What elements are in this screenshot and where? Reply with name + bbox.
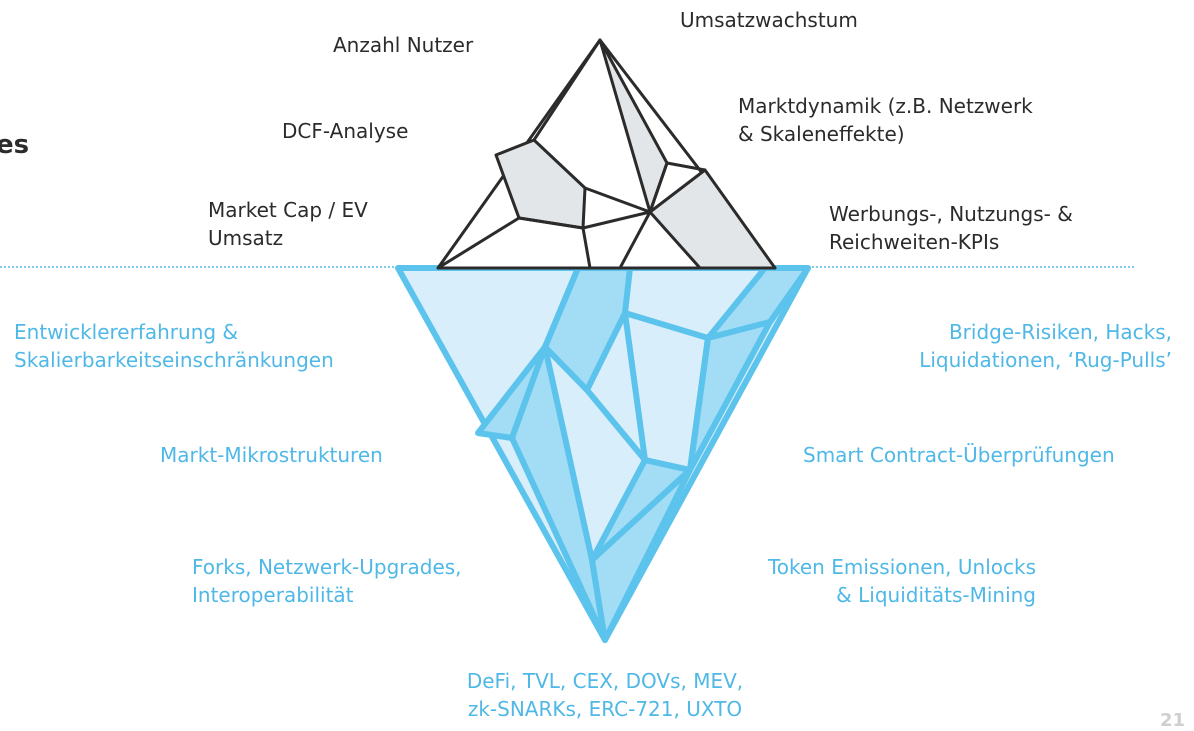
label-bridge-risiken: Bridge-Risiken, Hacks, Liquidationen, ‘R… xyxy=(919,320,1172,372)
label-token-emissionen: Token Emissionen, Unlocks & Liquiditäts-… xyxy=(767,555,1036,607)
label-smart-contract: Smart Contract-Überprüfungen xyxy=(803,443,1115,467)
label-markt-mikrostrukturen: Markt-Mikrostrukturen xyxy=(160,443,383,467)
iceberg-tip xyxy=(436,38,777,270)
label-dcf-analyse: DCF-Analyse xyxy=(282,119,409,143)
iceberg-underwater xyxy=(395,265,811,643)
label-entwicklererfahrung: Entwicklererfahrung & Skalierbarkeitsein… xyxy=(14,320,334,372)
label-anzahl-nutzer: Anzahl Nutzer xyxy=(333,33,474,57)
label-forks: Forks, Netzwerk-Upgrades, Interoperabili… xyxy=(192,555,462,607)
label-marktdynamik: Marktdynamik (z.B. Netzwerk & Skaleneffe… xyxy=(738,94,1033,146)
label-defi: DeFi, TVL, CEX, DOVs, MEV, zk-SNARKs, ER… xyxy=(466,669,744,721)
page-number: 21 xyxy=(1160,710,1186,731)
label-werbung-kpis: Werbungs-, Nutzungs- & Reichweiten-KPIs xyxy=(829,202,1073,254)
slide-title-fragment: es xyxy=(0,130,30,160)
label-umsatzwachstum: Umsatzwachstum xyxy=(680,8,858,32)
label-market-cap: Market Cap / EV Umsatz xyxy=(208,198,368,250)
